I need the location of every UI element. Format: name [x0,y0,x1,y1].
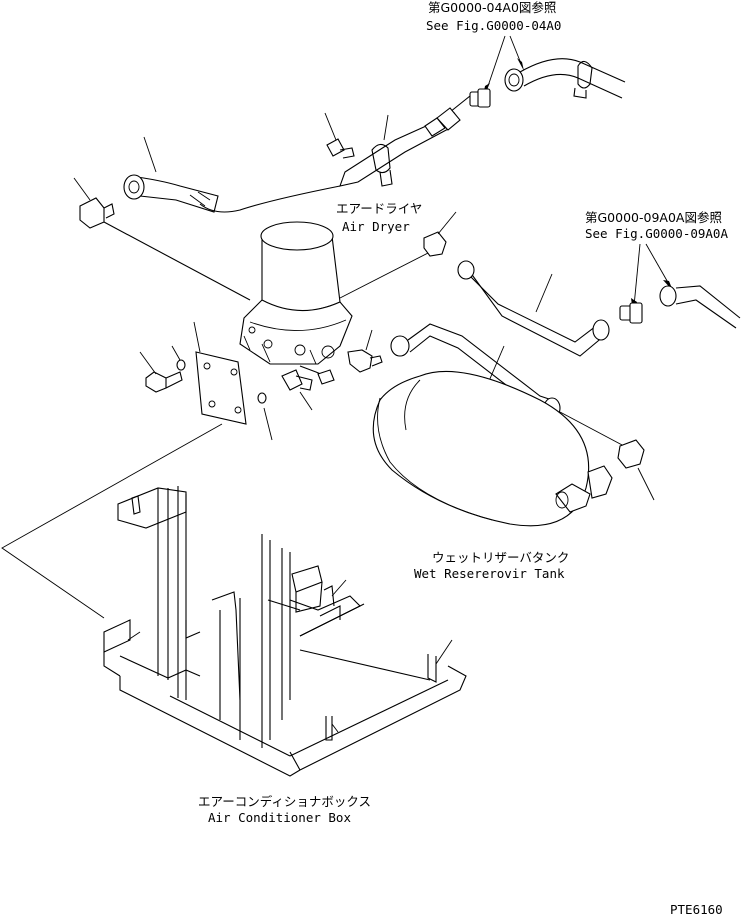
air-conditioner-box [103,486,467,777]
box-jp-label: エアーコンディショナボックス [198,794,371,809]
middle-hose-assembly [423,211,741,357]
tank-en-label: Wet Resererovir Tank [414,566,565,581]
wet-reservoir-tank [372,370,613,527]
air-dryer [239,221,431,385]
drawing-code-label: PTE6160 [670,902,723,917]
air-dryer-jp-label: エアードライヤ [336,201,422,216]
ref-top-en-label: See Fig.G0000-04A0 [426,18,561,33]
ref-right-en-label: See Fig.G0000-09A0A [585,226,728,241]
air-dryer-en-label: Air Dryer [342,219,410,234]
left-elbow-fitting [73,177,251,301]
mounting-bracket [1,321,313,619]
box-en-label: Air Conditioner Box [208,810,351,825]
top-hose-assembly [123,35,626,213]
ref-right-jp-label: 第G0000-09A0A図参照 [585,210,722,225]
ref-top-jp-label: 第G0000-04A0図参照 [428,0,556,15]
tank-jp-label: ウェットリザーバタンク [432,550,569,565]
